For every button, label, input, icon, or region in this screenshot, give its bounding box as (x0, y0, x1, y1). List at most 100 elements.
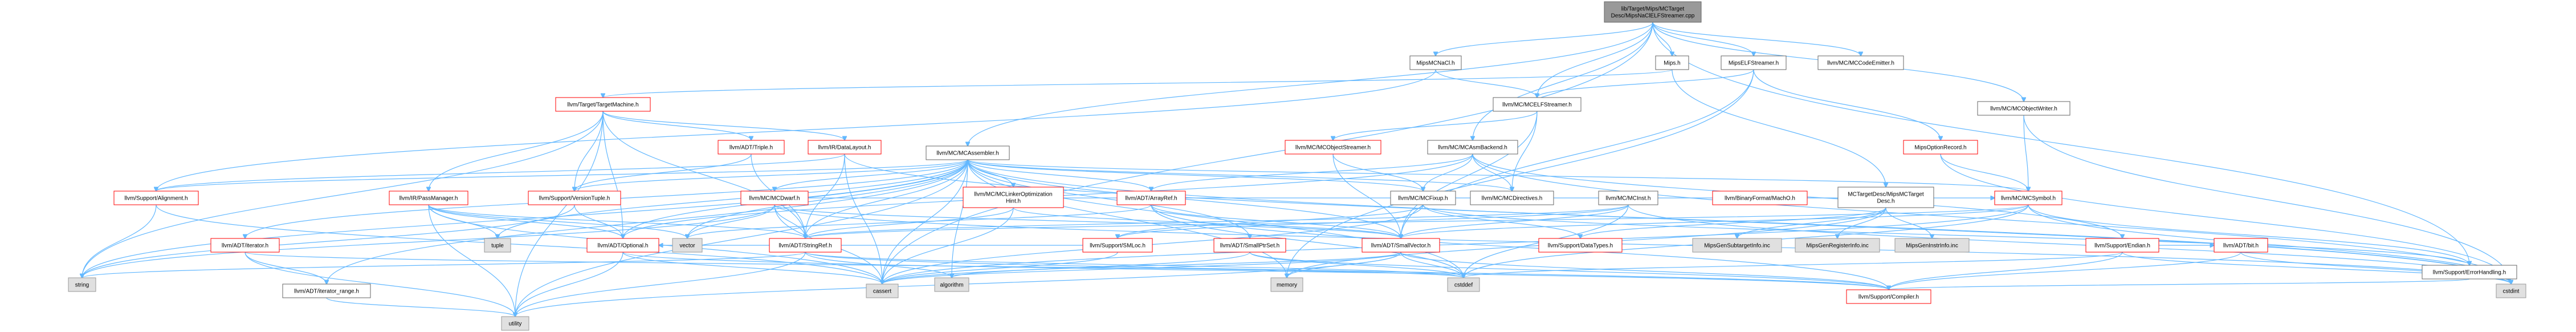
node-errorhandling[interactable]: llvm/Support/ErrorHandling.h (2422, 265, 2517, 280)
node-box-smloc (1082, 238, 1153, 253)
node-versiontuple[interactable]: llvm/Support/VersionTuple.h (528, 191, 621, 205)
node-label: llvm/MC/MCELFStreamer.h (1502, 102, 1572, 108)
edge-smallvector-to-cstddef (1400, 252, 1464, 278)
node-mcelfstreamer[interactable]: llvm/MC/MCELFStreamer.h (1493, 97, 1582, 112)
node-box-adttriple (718, 140, 785, 155)
node-passmanager[interactable]: llvm/IR/PassManager.h (389, 191, 468, 205)
node-box-cassert (866, 284, 899, 298)
node-label: memory (1277, 282, 1297, 289)
node-label: llvm/MC/MCLinkerOptimization (974, 192, 1052, 198)
node-box-mcdwarf (740, 191, 809, 205)
node-box-mcinst (1598, 191, 1658, 205)
node-mcasmbackend[interactable]: llvm/MC/MCAsmBackend.h (1427, 140, 1518, 155)
node-mcobjectstreamer[interactable]: llvm/MC/MCObjectStreamer.h (1285, 140, 1381, 155)
node-mcassembler[interactable]: llvm/MC/MCAssembler.h (926, 145, 1010, 160)
node-adtbit[interactable]: llvm/ADT/bit.h (2214, 238, 2268, 253)
node-adttriple[interactable]: llvm/ADT/Triple.h (718, 140, 785, 155)
node-box-errorhandling (2422, 265, 2517, 280)
edge-adttriple-to-versiontuple (574, 153, 752, 191)
edge-endian-to-cstddef (1464, 252, 2123, 278)
edge-mcasmbackend-to-arrayref (1151, 153, 1473, 191)
node-iteratorrange[interactable]: llvm/ADT/iterator_range.h (282, 284, 371, 298)
edge-mctargetdesc-to-instrinfo (1885, 207, 1932, 238)
node-label: llvm/Support/Endian.h (2094, 243, 2150, 249)
edge-mcassembler-to-mcdwarf (775, 159, 968, 191)
edge-mcinst-to-smallvector (1401, 204, 1629, 238)
edge-linkeropt-to-cassert (882, 207, 1014, 284)
node-mipsoptionrecord[interactable]: MipsOptionRecord.h (1903, 140, 1978, 155)
node-arrayref[interactable]: llvm/ADT/ArrayRef.h (1116, 191, 1186, 205)
node-label: llvm/MC/MCDirectives.h (1482, 196, 1543, 202)
node-machoh[interactable]: llvm/BinaryFormat/MachO.h (1712, 191, 1808, 205)
node-label: llvm/ADT/SmallVector.h (1371, 243, 1430, 249)
node-mcinst[interactable]: llvm/MC/MCInst.h (1598, 191, 1658, 205)
edge-supportalignment-to-string (82, 204, 157, 278)
edge-stringref-to-string (82, 252, 806, 278)
edge-adtoptional-to-compiler (622, 252, 1889, 290)
edge-mcassembler-to-memory (967, 159, 1287, 278)
node-mccodeemitter[interactable]: llvm/MC/MCCodeEmitter.h (1817, 55, 1904, 70)
node-box-cstdint (2496, 284, 2526, 298)
node-label: string (75, 282, 89, 289)
node-box-datalayout (808, 140, 882, 155)
edge-root-to-mipsmcnacl (1436, 22, 1653, 56)
node-label: Desc.h (1877, 199, 1894, 205)
node-mipself[interactable]: MipsELFStreamer.h (1721, 55, 1787, 70)
edge-mcinst-to-smloc (1118, 204, 1629, 238)
node-stringref[interactable]: llvm/ADT/StringRef.h (769, 238, 842, 253)
node-layer: lib/Target/Mips/MCTargetDesc/MipsNaClELF… (68, 1, 2526, 331)
node-smallvector[interactable]: llvm/ADT/SmallVector.h (1362, 238, 1440, 253)
node-adtiterator[interactable]: llvm/ADT/iterator.h (210, 238, 280, 253)
node-mcobjectwriter[interactable]: llvm/MC/MCObjectWriter.h (1977, 101, 2070, 116)
node-registerinfo: MipsGenRegisterInfo.inc (1795, 238, 1880, 253)
node-cstddef: cstddef (1447, 277, 1480, 292)
edge-mcassembler-to-arrayref (967, 159, 1151, 191)
edge-adtoptional-to-cassert (622, 252, 882, 284)
edge-root-to-mccodeemitter (1652, 22, 1861, 56)
edge-mipsmcnacl-to-supportalignment (156, 69, 1436, 191)
node-box-mcsymbol (1994, 191, 2063, 205)
node-compiler[interactable]: llvm/Support/Compiler.h (1846, 289, 1931, 304)
edge-mcasmbackend-to-mcdirectives (1472, 153, 1512, 191)
node-datatypes[interactable]: llvm/Support/DataTypes.h (1538, 238, 1623, 253)
node-algorithm: algorithm (934, 277, 969, 292)
node-label: MipsGenRegisterInfo.inc (1806, 243, 1869, 249)
node-mcdwarf[interactable]: llvm/MC/MCDwarf.h (740, 191, 809, 205)
node-box-compiler (1846, 289, 1931, 304)
node-mipsh[interactable]: Mips.h (1655, 55, 1689, 70)
edge-targetmachine-to-datalayout (602, 111, 845, 140)
edge-adtoptional-to-utility (515, 252, 623, 317)
edge-root-to-errorhandling (1652, 22, 2469, 265)
node-smloc[interactable]: llvm/Support/SMLoc.h (1082, 238, 1153, 253)
node-endian[interactable]: llvm/Support/Endian.h (2085, 238, 2159, 253)
node-box-memory (1270, 277, 1303, 292)
edge-targetmachine-to-versiontuple (574, 111, 604, 191)
node-root[interactable]: lib/Target/Mips/MCTargetDesc/MipsNaClELF… (1604, 1, 1702, 23)
edge-mcsymbol-to-stringref (805, 204, 2029, 238)
edge-mctargetdesc-to-subtargetinfo (1737, 207, 1886, 238)
node-box-smallptrset (1213, 238, 1286, 253)
edge-arrayref-to-vector (687, 204, 1152, 238)
node-mcsymbol[interactable]: llvm/MC/MCSymbol.h (1994, 191, 2063, 205)
node-box-mcdirectives (1470, 191, 1554, 205)
node-targetmachine[interactable]: llvm/Target/TargetMachine.h (555, 97, 651, 112)
node-cstdint: cstdint (2496, 284, 2526, 298)
node-label: llvm/IR/PassManager.h (400, 196, 458, 202)
node-mcfixup[interactable]: llvm/MC/MCFixup.h (1390, 191, 1456, 205)
node-label: llvm/Support/SMLoc.h (1090, 243, 1146, 249)
edge-passmanager-to-vector (428, 204, 687, 238)
node-datalayout[interactable]: llvm/IR/DataLayout.h (808, 140, 882, 155)
node-supportalignment[interactable]: llvm/Support/Alignment.h (113, 191, 199, 205)
edge-mcassembler-to-mcfixup (967, 159, 1423, 191)
node-label: algorithm (940, 282, 963, 289)
node-smallptrset[interactable]: llvm/ADT/SmallPtrSet.h (1213, 238, 1286, 253)
edge-mipsmcnacl-to-mcelfstreamer (1435, 69, 1537, 98)
node-adtoptional[interactable]: llvm/ADT/Optional.h (586, 238, 659, 253)
node-label: MipsOptionRecord.h (1914, 145, 1966, 151)
node-label: Hint.h (1006, 199, 1021, 205)
node-mcdirectives[interactable]: llvm/MC/MCDirectives.h (1470, 191, 1554, 205)
node-mipsmcnacl[interactable]: MipsMCNaCl.h (1409, 55, 1462, 70)
